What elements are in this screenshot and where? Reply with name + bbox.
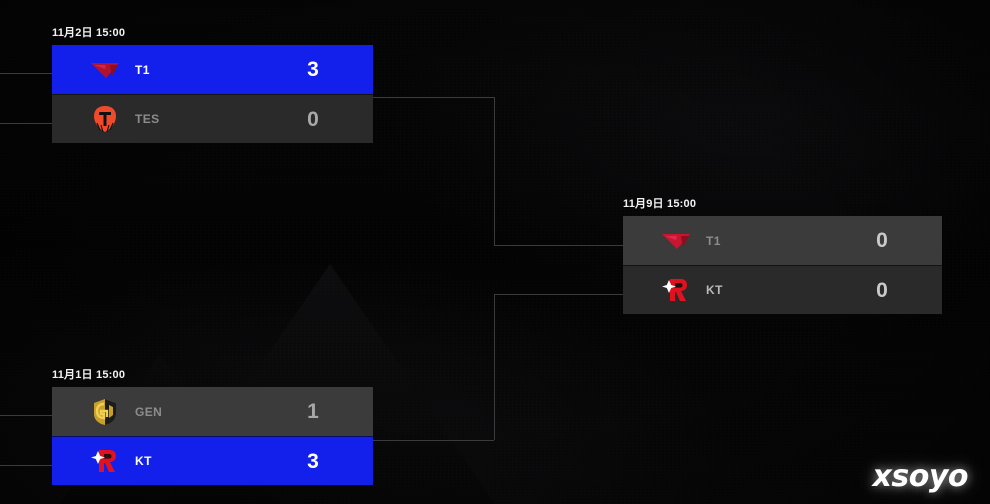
team-score: 0 — [876, 229, 888, 252]
watermark-logo: xsoyo — [872, 459, 969, 494]
team-score: 0 — [876, 278, 888, 302]
match-date-label: 11月2日 15:00 — [52, 27, 126, 39]
team-row[interactable]: T1 3 — [52, 45, 373, 94]
team-name: T1 — [706, 233, 721, 248]
match-semifinal-lower[interactable]: 11月1日 15:00 GEN 1 — [52, 369, 373, 485]
connector-lower-out-horizontal — [373, 440, 494, 441]
connector-incoming-upper-top — [0, 73, 52, 74]
team-name: T1 — [135, 62, 150, 77]
t1-logo-icon — [88, 55, 122, 85]
connector-lower-vertical — [494, 294, 495, 440]
team-score: 1 — [307, 400, 319, 423]
connector-final-in-bottom — [494, 294, 623, 295]
match-final[interactable]: 11月9日 15:00 T1 0 — [623, 198, 942, 314]
tes-logo-icon — [88, 104, 122, 134]
team-row[interactable]: TES 0 — [52, 94, 373, 143]
connector-incoming-lower-top — [0, 415, 52, 416]
team-score: 0 — [307, 107, 319, 131]
t1-logo-icon — [659, 226, 693, 256]
team-row[interactable]: KT 0 — [623, 265, 942, 314]
match-box: GEN 1 KT 3 — [52, 387, 373, 485]
team-row[interactable]: GEN 1 — [52, 387, 373, 436]
team-row[interactable]: KT 3 — [52, 436, 373, 485]
match-date-label: 11月1日 15:00 — [52, 369, 126, 381]
match-semifinal-upper[interactable]: 11月2日 15:00 T1 3 — [52, 27, 373, 143]
team-name: TES — [135, 112, 160, 126]
match-box: T1 3 TES 0 — [52, 45, 373, 143]
team-name: KT — [135, 454, 152, 468]
match-date-label: 11月9日 15:00 — [623, 198, 697, 210]
connector-upper-vertical — [494, 97, 495, 245]
team-name: GEN — [135, 404, 163, 419]
kt-logo-icon — [659, 275, 693, 305]
connector-incoming-lower-bottom — [0, 465, 52, 466]
connector-final-in-top — [494, 245, 623, 246]
kt-logo-icon — [88, 446, 122, 476]
team-score: 3 — [307, 449, 319, 473]
connector-incoming-upper-bottom — [0, 123, 52, 124]
team-name: KT — [706, 283, 723, 297]
team-row[interactable]: T1 0 — [623, 216, 942, 265]
match-box: T1 0 KT 0 — [623, 216, 942, 314]
team-score: 3 — [307, 58, 319, 81]
connector-upper-out-horizontal — [373, 97, 494, 98]
gen-logo-icon — [88, 397, 122, 427]
